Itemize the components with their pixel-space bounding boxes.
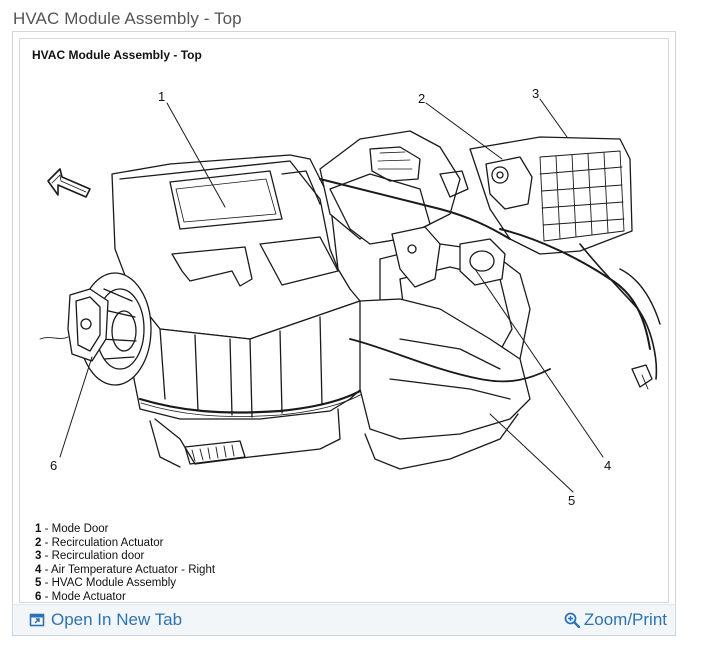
blower-motor	[39, 272, 152, 386]
magnifier-plus-icon	[564, 612, 580, 628]
callout-1: 1	[158, 89, 165, 104]
leader-lines	[59, 98, 604, 493]
legend-item: 1 - Mode Door	[35, 523, 109, 535]
callout-4: 4	[604, 458, 611, 473]
callout-3: 3	[532, 86, 539, 101]
front-arrow-icon	[47, 168, 91, 198]
callout-5: 5	[568, 493, 575, 508]
callout-6: 6	[50, 458, 57, 473]
right-assembly	[319, 130, 661, 470]
hvac-module-drawing: 1 2 3 4 5 6	[39, 86, 661, 508]
legend-item: 6 - Mode Actuator	[35, 590, 126, 603]
legend-item: 2 - Recirculation Actuator	[35, 536, 164, 549]
diagram-title: HVAC Module Assembly - Top	[32, 48, 202, 62]
open-in-new-tab-label: Open In New Tab	[51, 610, 183, 629]
diagram-card: HVAC Module Assembly - Top	[12, 31, 676, 636]
open-in-new-tab-link[interactable]: Open In New Tab	[29, 610, 182, 630]
legend: 1 - Mode Door 2 - Recirculation Actuator…	[35, 523, 215, 605]
hvac-housing	[111, 154, 374, 468]
legend-item: 4 - Air Temperature Actuator - Right	[35, 563, 216, 576]
callout-2: 2	[418, 91, 425, 106]
diagram-image[interactable]: HVAC Module Assembly - Top	[19, 38, 669, 603]
legend-item: 5 - HVAC Module Assembly	[35, 577, 177, 590]
open-new-tab-icon	[29, 613, 45, 627]
card-footer: Open In New Tab Zoom/Print	[13, 604, 675, 635]
zoom-print-label: Zoom/Print	[583, 610, 667, 629]
page-title: HVAC Module Assembly - Top	[13, 9, 242, 28]
legend-item: 3 - Recirculation door	[35, 550, 145, 563]
zoom-print-link[interactable]: Zoom/Print	[564, 610, 667, 630]
